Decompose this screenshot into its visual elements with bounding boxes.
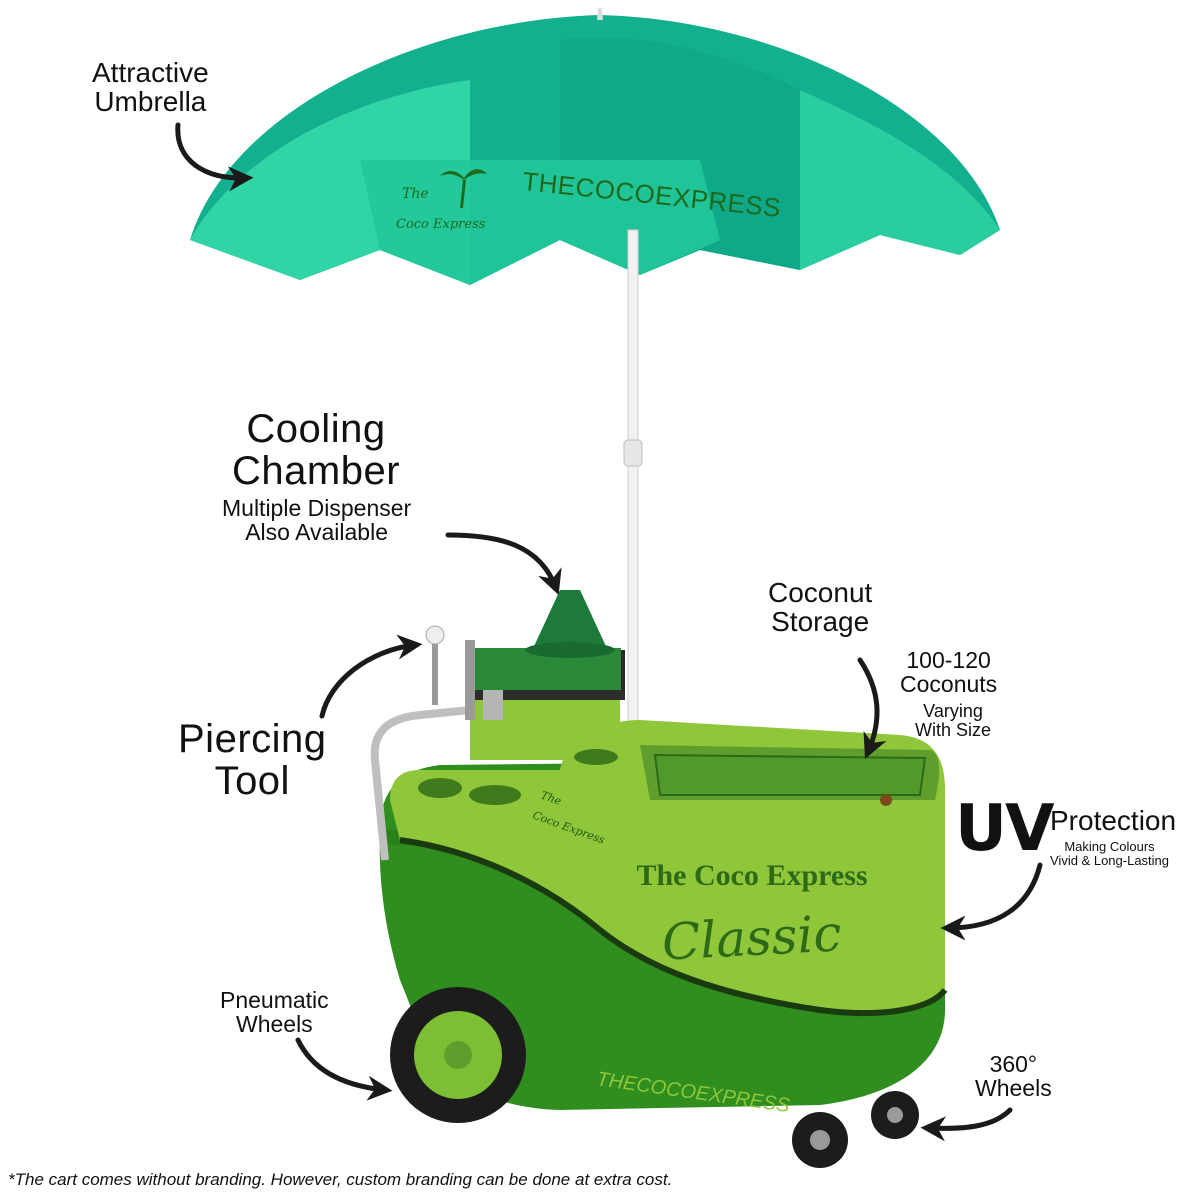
cart-model: Classic bbox=[661, 904, 843, 971]
piercing-arrow bbox=[319, 634, 423, 719]
umbrella-canopy bbox=[190, 8, 1000, 285]
label-wheels360: 360°Wheels bbox=[975, 1051, 1052, 1102]
footnote: *The cart comes without branding. Howeve… bbox=[8, 1170, 673, 1189]
cart-brand-line: The Coco Express bbox=[636, 859, 867, 892]
coconut-arrow bbox=[857, 657, 887, 759]
uv-arrow bbox=[940, 862, 1043, 941]
umbrella-pole bbox=[627, 229, 639, 761]
palm-tree-icon bbox=[440, 169, 487, 208]
cooling-arrow bbox=[445, 532, 562, 596]
umbrella-brand-bottom: Coco Express bbox=[396, 217, 486, 232]
caster-wheels bbox=[792, 1091, 919, 1168]
wheels360-arrow bbox=[920, 1107, 1013, 1142]
label-uv-word: Protection bbox=[1050, 805, 1177, 836]
pneumatic-arrow bbox=[295, 1037, 393, 1101]
cart-body bbox=[370, 590, 948, 1110]
callout-arrows bbox=[175, 122, 1043, 1142]
label-uv-big: UV bbox=[955, 792, 1054, 866]
pneumatic-wheel bbox=[390, 987, 526, 1123]
umbrella-brand-top: The bbox=[402, 186, 429, 202]
umbrella-arrow bbox=[175, 122, 254, 192]
